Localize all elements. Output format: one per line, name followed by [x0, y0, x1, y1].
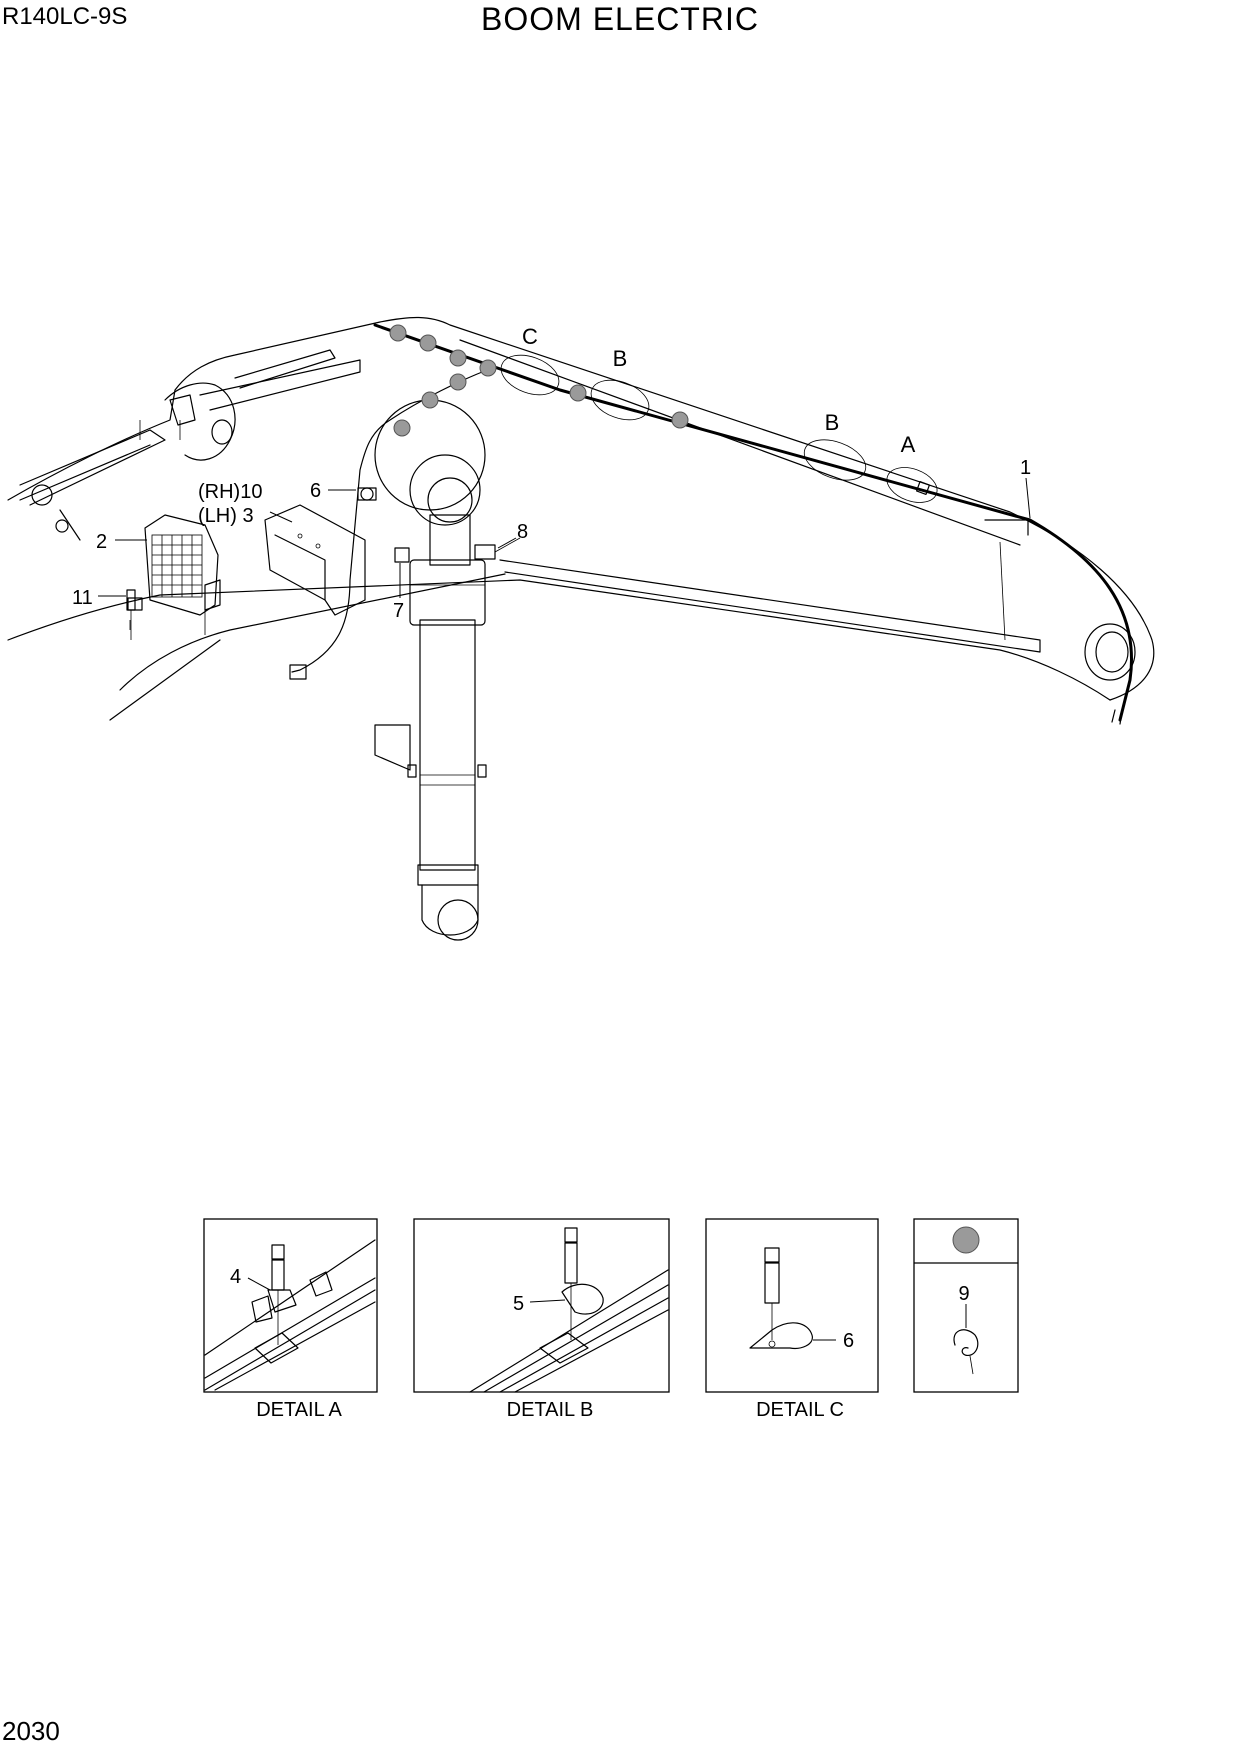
page-title: BOOM ELECTRIC: [481, 1, 759, 37]
clamp-marker: [419, 334, 437, 352]
clamp-marker: [449, 349, 467, 367]
callout-work-lamp: 2: [96, 531, 107, 553]
lamp-bracket: [264, 504, 366, 616]
detail-a-part: 4: [230, 1266, 241, 1288]
clamp-marker: [449, 373, 467, 391]
detail-a: 4 DETAIL A: [203, 1218, 378, 1421]
detail-marker-b: B: [613, 346, 628, 371]
detail-a-caption: DETAIL A: [256, 1399, 342, 1421]
callout-bolt-8: 8: [517, 521, 528, 543]
clamp-markers: [389, 324, 689, 437]
callouts: 1 2 (RH)10 (LH) 3 6 7 8 11: [72, 457, 1031, 622]
detail-marker-c: C: [522, 324, 538, 349]
clamp-marker: [389, 324, 407, 342]
detail-b-part: 5: [513, 1293, 524, 1315]
detail-b-caption: DETAIL B: [507, 1399, 594, 1421]
detail-c-caption: DETAIL C: [756, 1399, 844, 1421]
fasteners: [127, 487, 521, 611]
work-lamp: [126, 514, 221, 640]
callout-bolt-7: 7: [393, 600, 404, 622]
detail-c-part: 6: [843, 1330, 854, 1352]
detail-markers: C B B A: [500, 324, 938, 503]
clamp-marker: [569, 384, 587, 402]
callout-bolt-11: 11: [72, 587, 93, 609]
page-number: 2030: [2, 1716, 60, 1746]
boom-cylinder: [374, 399, 487, 941]
clamp-legend-marker: [952, 1226, 980, 1254]
boom-drawing: [7, 316, 1155, 721]
callout-bracket-rh: (RH)10: [198, 481, 262, 503]
callout-clip: 6: [310, 480, 321, 502]
detail-marker-a: A: [901, 432, 916, 457]
clamp-marker: [421, 391, 439, 409]
clamp-legend: 9: [913, 1218, 1019, 1393]
detail-b: 5 DETAIL B: [413, 1218, 670, 1421]
detail-marker-b: B: [825, 410, 840, 435]
clamp-marker: [479, 359, 497, 377]
wiring-harness: [289, 323, 1133, 725]
detail-c: 6 DETAIL C: [705, 1218, 879, 1421]
model-number: R140LC-9S: [2, 3, 128, 30]
clamp-marker: [393, 419, 411, 437]
callout-bracket-lh: (LH) 3: [198, 505, 254, 527]
clamp-marker: [671, 411, 689, 429]
callout-harness: 1: [1020, 457, 1031, 479]
clamp-legend-part: 9: [958, 1283, 969, 1305]
